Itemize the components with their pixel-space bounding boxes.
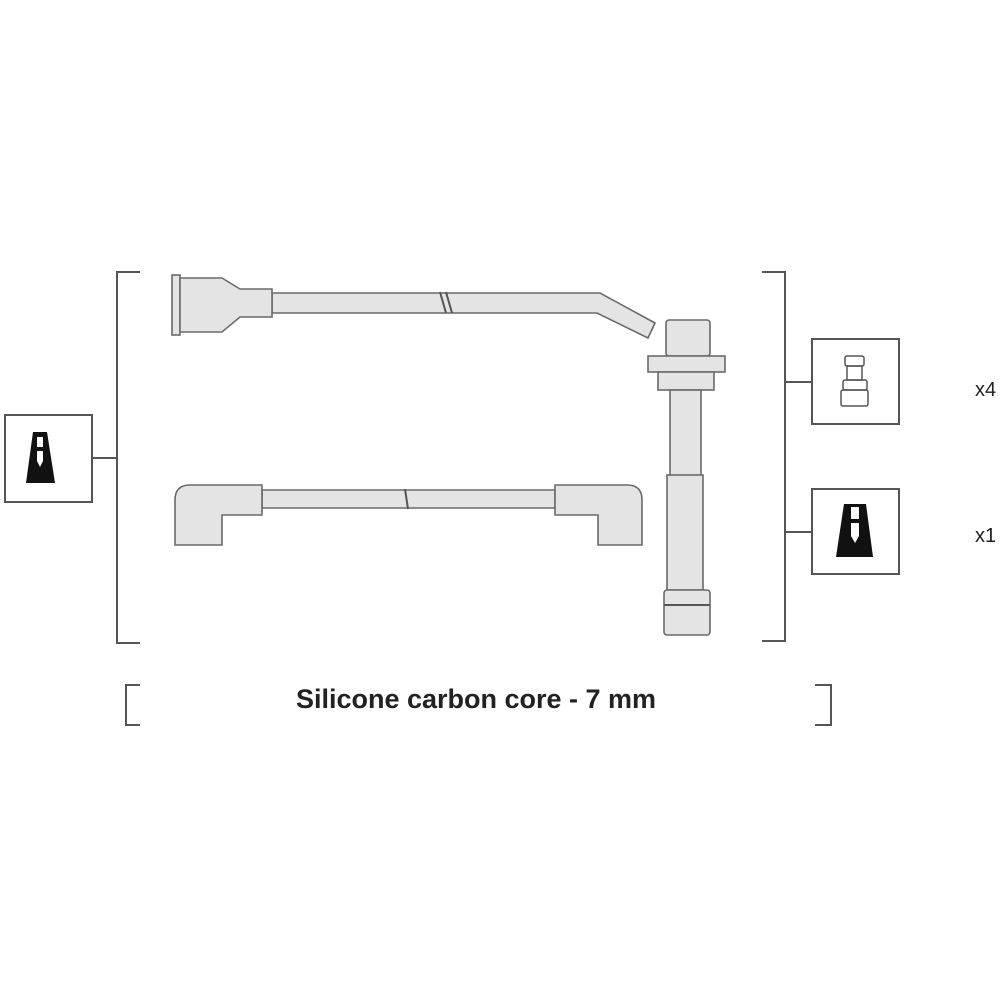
cable-with-coil-boot [171,274,726,636]
cable-with-plug-boots [174,484,643,546]
quantity-spark-plug-boot: x4 [975,379,997,401]
left-bracket [4,271,140,644]
caption-bracket-left [125,684,140,726]
spark-plug-boot-icon [840,355,869,407]
cable-core-caption: Silicone carbon core - 7 mm [295,684,657,714]
spark-plug-boot-legend-box [811,338,900,425]
quantity-coil-boot: x1 [975,525,997,547]
caption-bracket-right [815,684,832,726]
right-bracket [762,271,900,642]
coil-boot-icon [836,504,873,557]
coil-boot-icon [26,432,55,483]
